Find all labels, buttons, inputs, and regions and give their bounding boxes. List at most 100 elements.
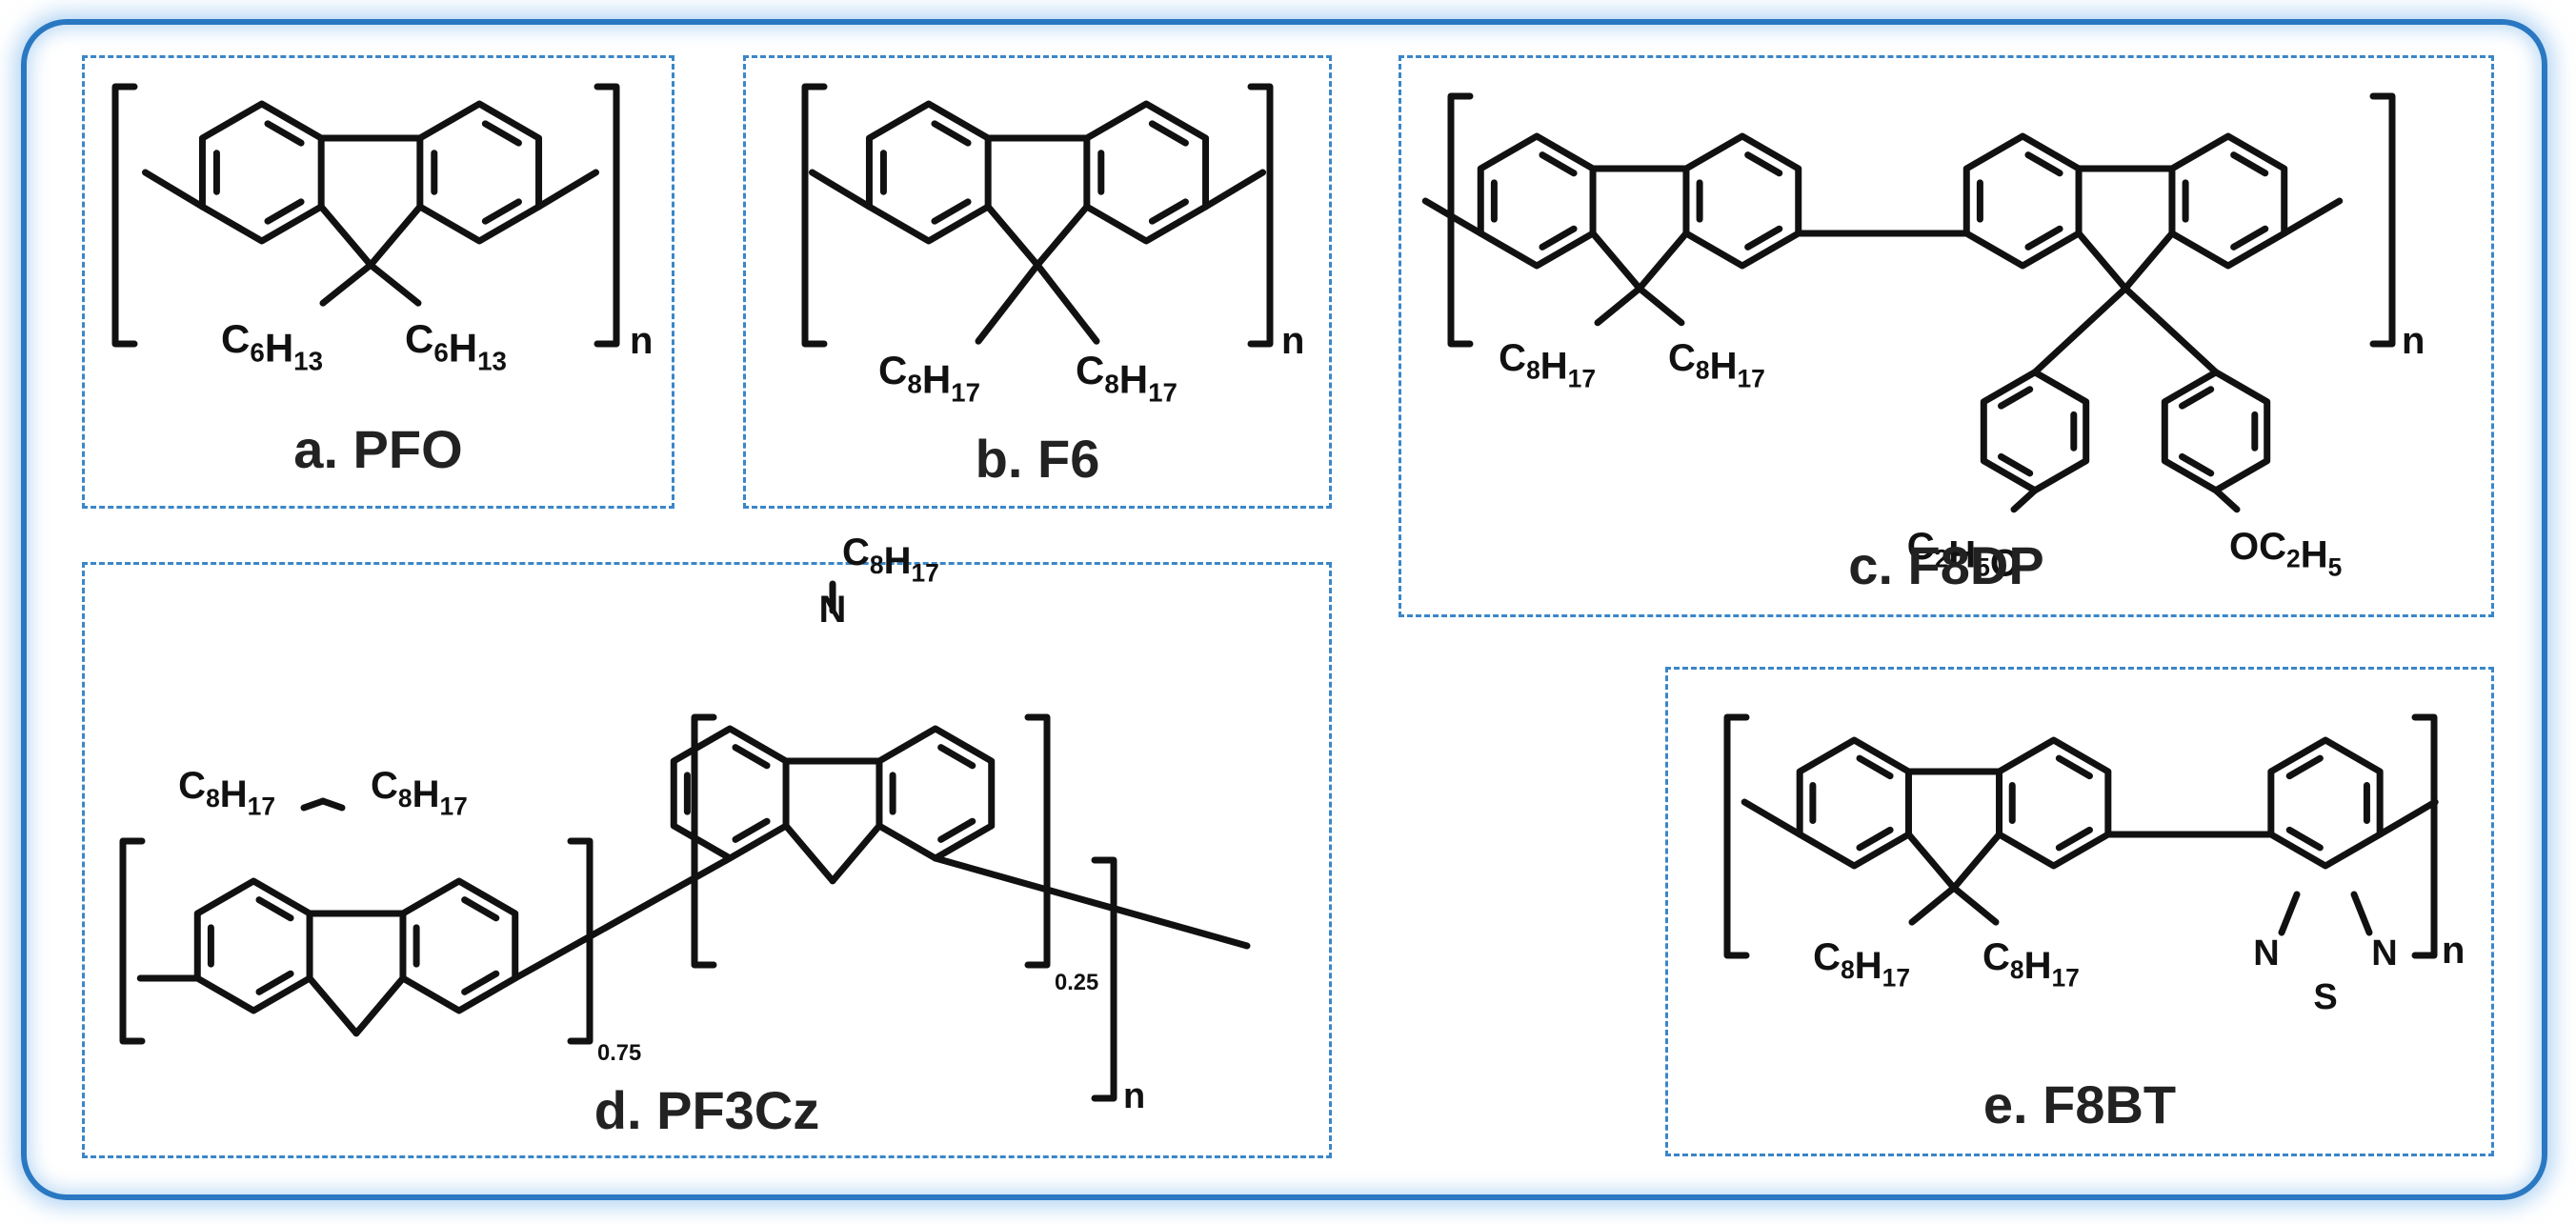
caption-f8dp: c. F8DP (1848, 535, 2044, 595)
hexyl-label-right: C6H13 (405, 316, 507, 375)
bridge-bond (2122, 230, 2176, 292)
hexyl-label-left: C6H13 (221, 316, 323, 375)
caption-pf3cz: d. PF3Cz (594, 1080, 820, 1140)
alkyl-bond (1950, 884, 2000, 926)
sulfur-atom: S (2313, 977, 2337, 1017)
right-bracket (1247, 83, 1274, 348)
fluorene-left-ring (193, 877, 313, 1014)
alkyl-bond (319, 797, 346, 812)
right-bracket (567, 837, 594, 1045)
right-bracket (1024, 713, 1051, 969)
repeat-subscript: n (2402, 320, 2425, 362)
ethoxy-label-right: OC2H5 (2229, 526, 2342, 582)
fluorene-left-ring (198, 100, 325, 245)
right-bracket (1091, 856, 1117, 1102)
left-bracket (691, 713, 717, 969)
subscript-carbazole: 0.25 (1055, 970, 1098, 995)
alkyl-bond (1594, 285, 1643, 327)
double-bond (1148, 198, 1189, 225)
fluorene-right-ring (875, 725, 996, 862)
double-bond (1856, 826, 1894, 852)
octyl-label-left: C8H17 (878, 348, 980, 407)
double-bond (255, 970, 294, 995)
fluorene-left-ring (1477, 132, 1597, 270)
double-bond (1856, 754, 1894, 780)
left-bracket (119, 837, 146, 1045)
double-bond (2178, 452, 2215, 477)
alkyl-bond (1034, 261, 1100, 345)
left-bracket (111, 83, 138, 348)
double-bond (2055, 826, 2093, 852)
double-bond (1744, 151, 1783, 177)
double-bond (2024, 225, 2063, 251)
octyl-label-right: C8H17 (1982, 936, 2080, 993)
double-bond (461, 896, 500, 922)
left-bracket (1723, 713, 1750, 959)
double-bond (1539, 151, 1578, 177)
pfo-structure: n C6H13 C6H13 (111, 83, 653, 376)
octyl-label-right: C8H17 (1076, 348, 1177, 407)
aryl-bond (2031, 285, 2129, 376)
double-bond (732, 744, 771, 770)
repeat-subscript: n (1281, 320, 1304, 362)
bridge-bond (317, 203, 374, 269)
caption-f6: b. F6 (975, 429, 1100, 489)
chain-bond (535, 169, 600, 211)
double-bond (2024, 151, 2063, 177)
double-bond (732, 817, 771, 843)
alkyl-bond (367, 261, 422, 307)
chain-bond (932, 854, 1251, 950)
double-bond (2285, 754, 2324, 780)
fluorene-right-ring (2168, 132, 2288, 270)
right-bracket (594, 83, 620, 348)
fluorene-right-ring (1083, 100, 1210, 245)
bridge-bond (2075, 230, 2129, 292)
double-bond (931, 198, 972, 225)
octyl-label-right: C8H17 (371, 765, 468, 821)
octyl-label-left: C8H17 (1813, 936, 1910, 993)
double-bond (1744, 225, 1783, 251)
alkyl-bond (975, 261, 1041, 345)
octyl-label-right: C8H17 (1668, 337, 1765, 393)
bridge-bond (984, 203, 1041, 269)
double-bond (2285, 826, 2324, 852)
bridge-bond (1589, 230, 1643, 292)
ether-bond (2010, 487, 2039, 513)
double-bond (937, 744, 976, 770)
double-bond (2055, 754, 2093, 780)
bridge-bond (1034, 203, 1091, 269)
subscript-fluorene: 0.75 (597, 1040, 641, 1066)
caption-f8bt: e. F8BT (1982, 1074, 2177, 1134)
fluorene-left-ring (1962, 132, 2083, 270)
repeat-subscript: n (1123, 1076, 1145, 1116)
double-bond (264, 120, 305, 147)
chain-bond (1741, 798, 1803, 838)
octyl-label-left: C8H17 (178, 765, 275, 821)
octyl-label-left: C8H17 (1499, 337, 1596, 393)
fluorene-right-ring (416, 100, 543, 245)
nitrogen-atom-left: N (2253, 933, 2279, 973)
double-bond (264, 198, 305, 225)
bridge-bond (1950, 831, 2003, 892)
chain-bond (808, 169, 873, 211)
repeat-subscript: n (630, 320, 653, 362)
chain-bond (2281, 197, 2344, 237)
alkyl-bond (300, 797, 327, 812)
double-bond (481, 198, 522, 225)
bridge-bond (306, 974, 360, 1037)
bridge-bond (1636, 230, 1690, 292)
fluorene-right-ring (399, 877, 519, 1014)
chain-bond (2376, 798, 2439, 838)
double-bond (2230, 225, 2269, 251)
fluorene-left-ring (670, 725, 790, 862)
ether-bond (2212, 487, 2241, 513)
bridge-bond (829, 822, 883, 885)
thiadiazole-bond (2350, 891, 2373, 936)
right-bracket (2369, 92, 2396, 348)
